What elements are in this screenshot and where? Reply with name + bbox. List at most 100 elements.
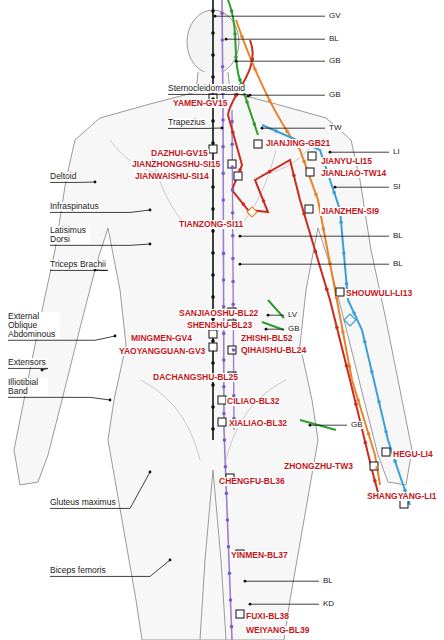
meridian-dot bbox=[232, 348, 236, 352]
meridian-dot bbox=[268, 170, 272, 174]
muscle-label: Triceps Brachii bbox=[50, 260, 106, 269]
meridian-dot bbox=[230, 9, 234, 13]
meridian-dot bbox=[227, 545, 231, 549]
meridian-dot bbox=[314, 193, 318, 197]
meridian-dot bbox=[211, 405, 215, 409]
meridian-dot bbox=[354, 402, 358, 406]
leg-outline bbox=[200, 470, 226, 640]
meridian-pointer bbox=[236, 61, 325, 62]
meridian-dot bbox=[231, 165, 235, 169]
leader-tip bbox=[149, 243, 152, 246]
bl-meridian bbox=[232, 110, 234, 430]
meridian-dot bbox=[377, 400, 381, 404]
leader-line bbox=[50, 472, 150, 508]
leader-tip bbox=[214, 15, 217, 18]
meridian-dot bbox=[211, 53, 215, 57]
meridian-dot bbox=[348, 365, 352, 369]
point-markers bbox=[209, 94, 408, 618]
leader-tip bbox=[94, 181, 97, 184]
meridian-dot bbox=[225, 492, 229, 496]
meridian-dot bbox=[274, 129, 278, 133]
meridian-dot bbox=[211, 339, 215, 343]
meridian-label: BL bbox=[392, 232, 404, 240]
meridian-dot bbox=[253, 67, 257, 71]
meridian-pointer bbox=[250, 604, 319, 605]
meridian-dot bbox=[228, 572, 232, 576]
leader-line bbox=[50, 270, 108, 271]
point-diamond bbox=[344, 314, 356, 326]
point-label: JIANZHONGSHU-SI15 bbox=[131, 160, 221, 169]
meridian-dot bbox=[241, 202, 245, 206]
meridian-dot bbox=[250, 58, 254, 62]
point-label: ZHISHI-BL52 bbox=[240, 334, 293, 343]
point-label: WEIYANG-BL39 bbox=[245, 626, 310, 635]
muscle-label: Infraspinatus bbox=[50, 202, 99, 211]
meridian-label: LI bbox=[392, 148, 401, 156]
point-label: MINGMEN-GV4 bbox=[130, 334, 193, 343]
leader-tip bbox=[309, 424, 312, 427]
meridian-dot bbox=[221, 65, 225, 69]
muscle-label: Biceps femoris bbox=[50, 566, 106, 575]
leader-line bbox=[8, 397, 110, 400]
meridian-dot bbox=[230, 625, 234, 629]
meridian-dot bbox=[221, 172, 225, 176]
point-label: CHENGFU-BL36 bbox=[218, 477, 286, 486]
meridian-dot bbox=[302, 212, 306, 216]
leader-line bbox=[168, 128, 222, 129]
leader-tip bbox=[235, 60, 238, 63]
meridian-dot bbox=[238, 168, 242, 172]
meridian-dot bbox=[356, 399, 360, 403]
point-label: SHOUWULI-LI13 bbox=[345, 289, 413, 298]
leader-line bbox=[50, 182, 95, 183]
meridian-pointer bbox=[310, 425, 347, 426]
meridian-dot bbox=[345, 282, 349, 286]
meridian-label: GB bbox=[328, 57, 342, 65]
meridian-dot bbox=[367, 432, 371, 436]
muscle-label: Latisimus Dorsi bbox=[50, 226, 90, 244]
point-label: FUXI-BL38 bbox=[245, 612, 290, 621]
leader-tip bbox=[169, 559, 172, 562]
point-label: YAOYANGGUAN-GV3 bbox=[118, 347, 206, 356]
muscle-label: Extensors bbox=[8, 358, 46, 367]
li-meridian bbox=[262, 125, 410, 505]
meridian-dot bbox=[322, 227, 326, 231]
meridian-dot bbox=[222, 412, 226, 416]
meridian-dot bbox=[375, 466, 379, 470]
tw-meridian bbox=[236, 20, 380, 485]
meridian-dot bbox=[231, 302, 235, 306]
meridian-dot bbox=[245, 100, 249, 104]
leader-tip bbox=[149, 209, 152, 212]
meridian-dot bbox=[335, 296, 339, 300]
point-label: QIHAISHU-BL24 bbox=[240, 346, 307, 355]
leader-tip bbox=[114, 335, 117, 338]
meridian-dot bbox=[234, 93, 238, 97]
meridian-dot bbox=[234, 55, 238, 59]
meridian-dot bbox=[211, 185, 215, 189]
meridian-dot bbox=[233, 32, 237, 36]
leader-tip bbox=[239, 235, 242, 238]
point-label: XIALIAO-BL32 bbox=[228, 419, 288, 428]
leader-tip bbox=[265, 328, 268, 331]
meridian-dot bbox=[211, 119, 215, 123]
meridian-dot bbox=[231, 188, 235, 192]
meridian-dot bbox=[211, 295, 215, 299]
leader-tip bbox=[334, 186, 337, 189]
si-meridian bbox=[228, 40, 380, 500]
leader-tip bbox=[267, 314, 270, 317]
muscle-label: Deltoid bbox=[50, 172, 76, 181]
meridian-dot bbox=[211, 273, 215, 277]
point-label: JIANZHEN-SI9 bbox=[320, 207, 380, 216]
muscle-label: External Oblique Abdominous bbox=[8, 312, 60, 339]
meridian-dot bbox=[211, 427, 215, 431]
meridian-pointer bbox=[240, 236, 389, 237]
leader-line bbox=[50, 244, 150, 245]
meridian-dot bbox=[223, 438, 227, 442]
meridian-dot bbox=[222, 385, 226, 389]
meridian-pointer bbox=[266, 329, 284, 330]
meridian-dot bbox=[222, 278, 226, 282]
meridian-dot bbox=[211, 229, 215, 233]
meridian-dots bbox=[230, 9, 256, 126]
point-label: DACHANGSHU-BL25 bbox=[152, 373, 239, 382]
muscle-label: Trapezius bbox=[168, 118, 205, 127]
